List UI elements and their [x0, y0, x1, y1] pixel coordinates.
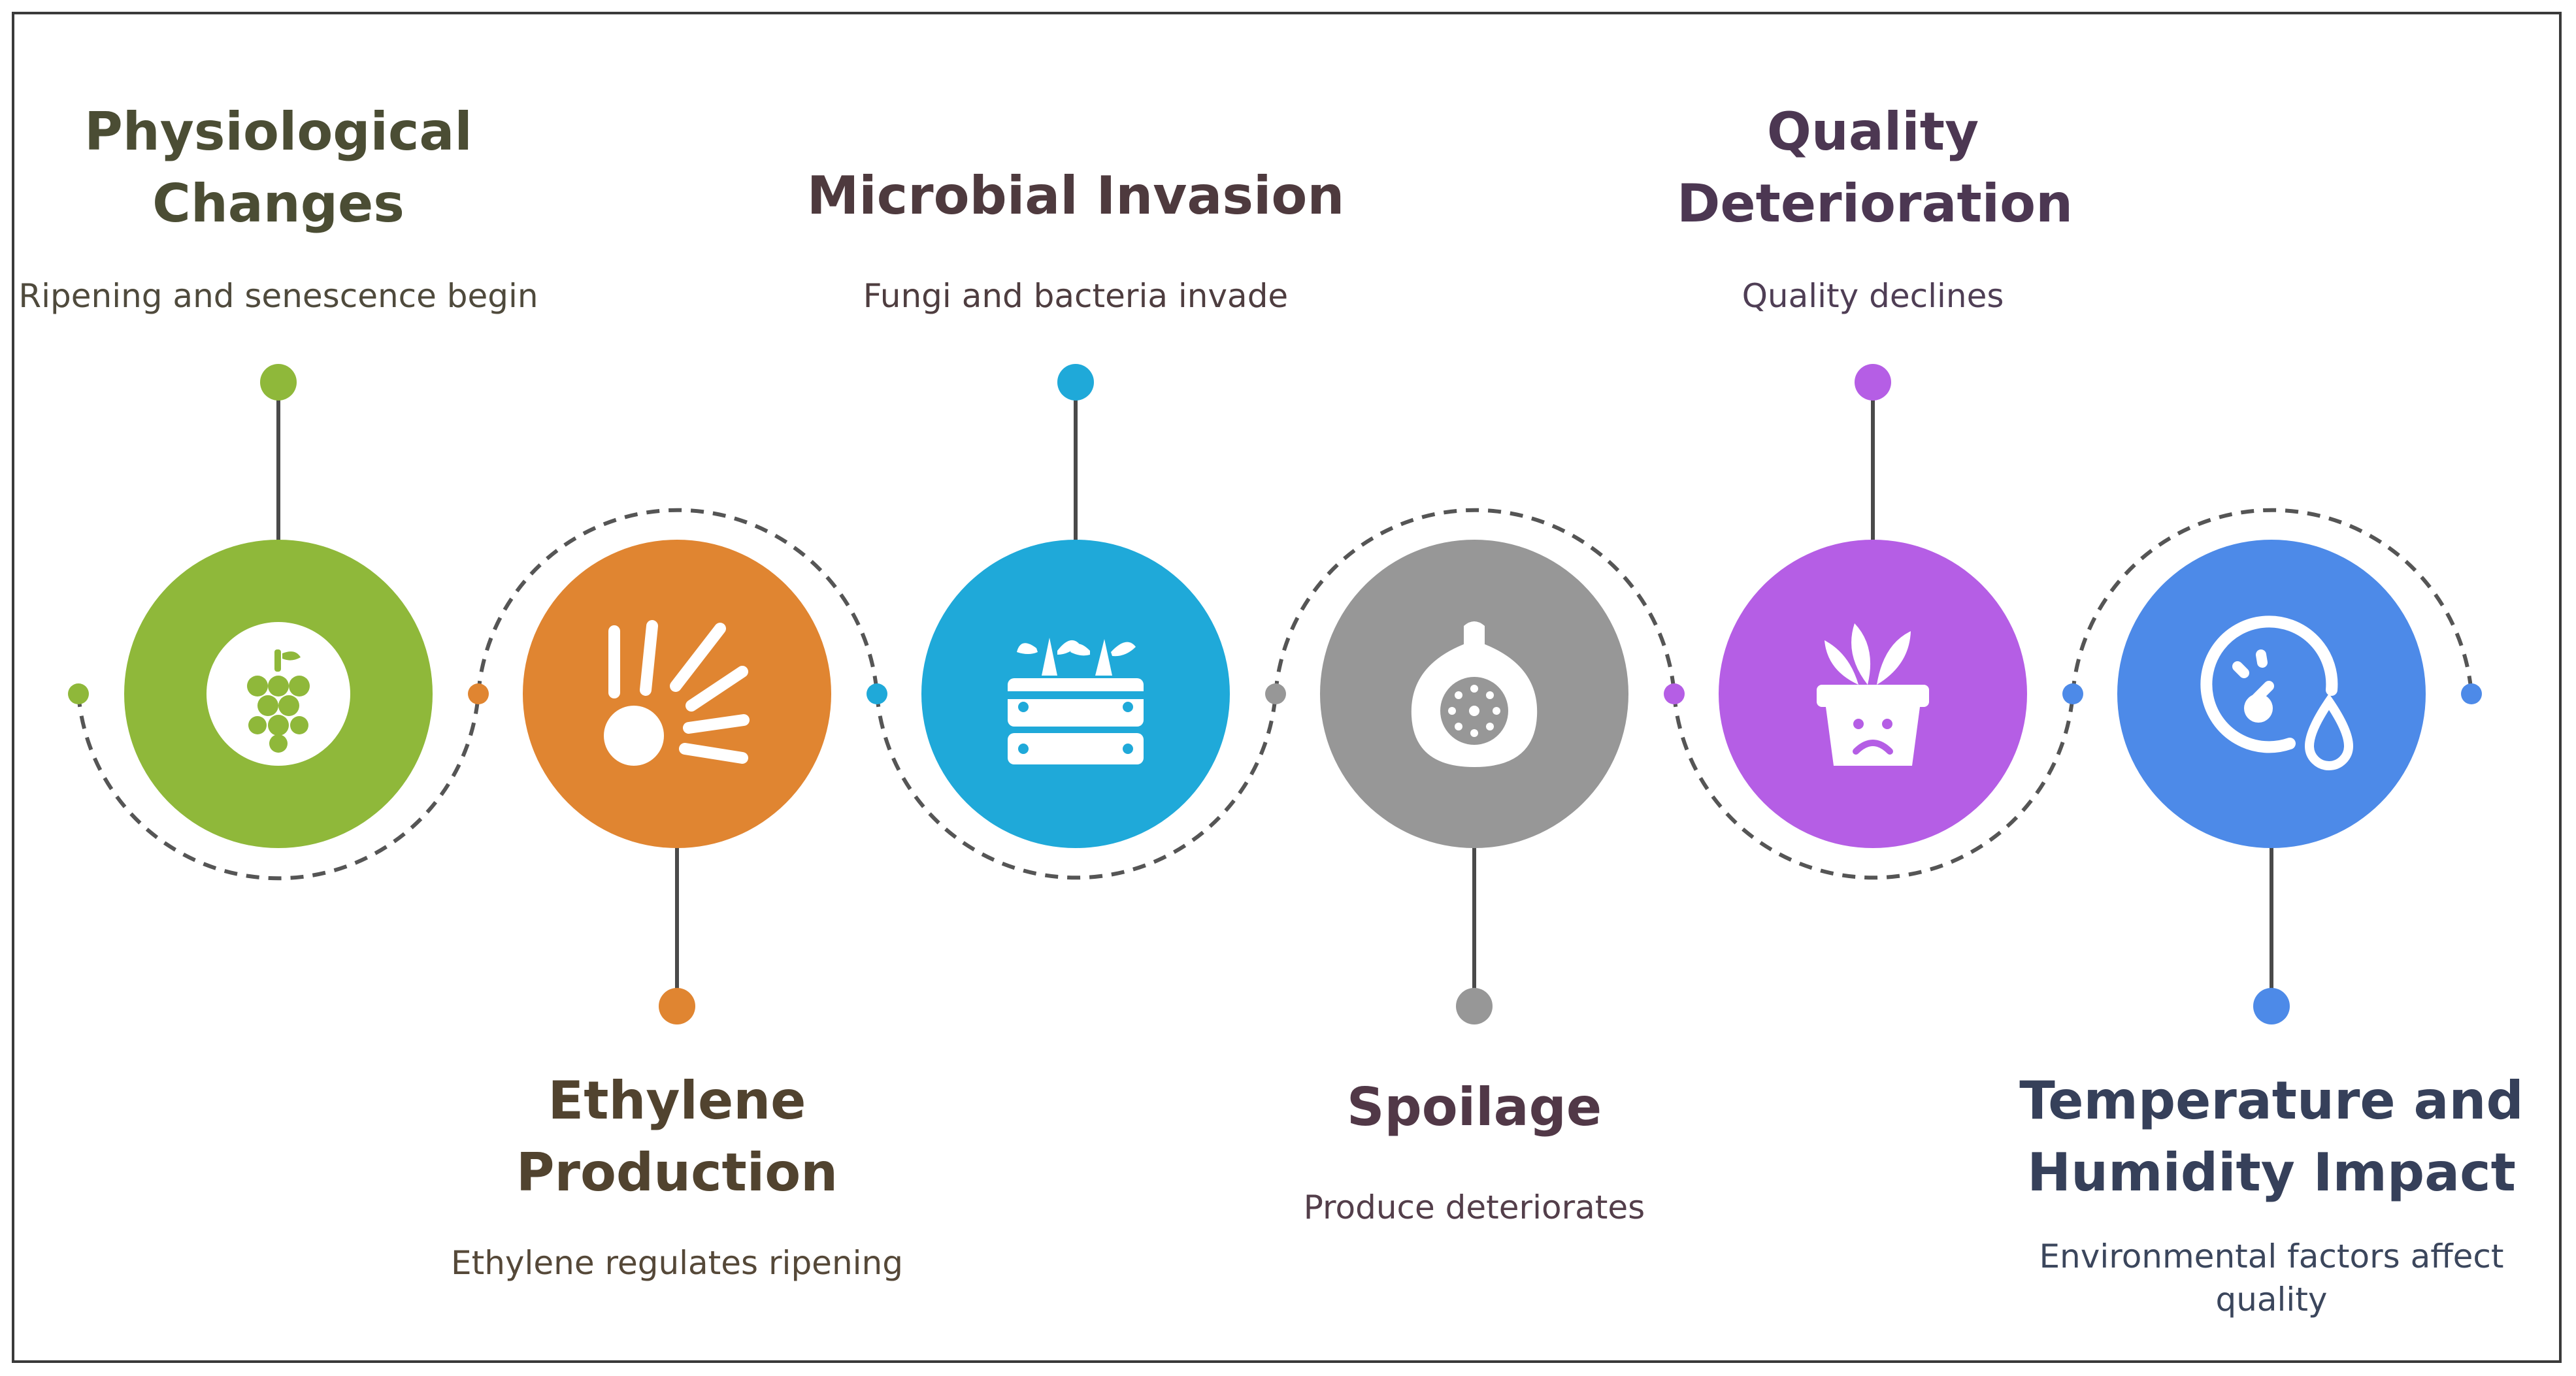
- junction-dot-3: [867, 683, 887, 704]
- step-circle-ethylene-production: [523, 540, 831, 848]
- fig-icon: [1411, 621, 1538, 767]
- gauge-droplet-icon: [2200, 615, 2354, 770]
- junction-dot-2: [468, 683, 489, 704]
- step-title-microbial-invasion: Microbial Invasion: [806, 165, 1345, 226]
- step-desc-spoilage: Produce deteriorates: [1303, 1188, 1645, 1226]
- step-title-temperature-humidity: Temperature and Humidity Impact: [2019, 1070, 2524, 1203]
- step-desc-quality-deterioration: Quality declines: [1742, 277, 2004, 315]
- connector-end-dot-5: [1855, 364, 1891, 401]
- junction-dot-5: [1664, 683, 1685, 704]
- step-title-quality-deterioration: Quality Deterioration: [1677, 101, 2073, 234]
- connector-end-dot-3: [1057, 364, 1094, 401]
- dashed-arc-3: [875, 693, 1278, 880]
- connector-end-dot-6: [2253, 988, 2290, 1024]
- junction-dot-6: [2062, 683, 2083, 704]
- step-title-ethylene-production: Ethylene Production: [516, 1070, 838, 1203]
- ethylene-burst-icon: [604, 620, 750, 766]
- step-desc-temperature-humidity: Environmental factors affect quality: [2039, 1237, 2504, 1319]
- grapes-icon: [206, 622, 350, 766]
- step-title-spoilage: Spoilage: [1346, 1077, 1602, 1138]
- step-circle-temperature-humidity: [2117, 540, 2426, 848]
- dashed-arc-4: [1274, 508, 1676, 695]
- dashed-arc-5: [1672, 693, 2075, 880]
- step-desc-ethylene-production: Ethylene regulates ripening: [451, 1244, 903, 1282]
- junction-dot-1: [68, 683, 89, 704]
- connector-end-dot-4: [1456, 988, 1493, 1024]
- step-desc-physiological-changes: Ripening and senescence begin: [18, 277, 538, 315]
- junction-dot-4: [1265, 683, 1286, 704]
- dashed-arc-1: [76, 693, 480, 881]
- produce-crate-icon: [1008, 638, 1144, 764]
- connector-end-dot-2: [659, 988, 695, 1024]
- step-title-physiological-changes: Physiological Changes: [84, 101, 472, 234]
- dashed-arc-6: [2071, 508, 2473, 695]
- sad-plant-pot-icon: [1817, 623, 1929, 766]
- dashed-arc-2: [476, 508, 879, 695]
- connector-end-dot-1: [260, 364, 297, 401]
- step-desc-microbial-invasion: Fungi and bacteria invade: [863, 277, 1289, 315]
- junction-dot-end: [2461, 683, 2482, 704]
